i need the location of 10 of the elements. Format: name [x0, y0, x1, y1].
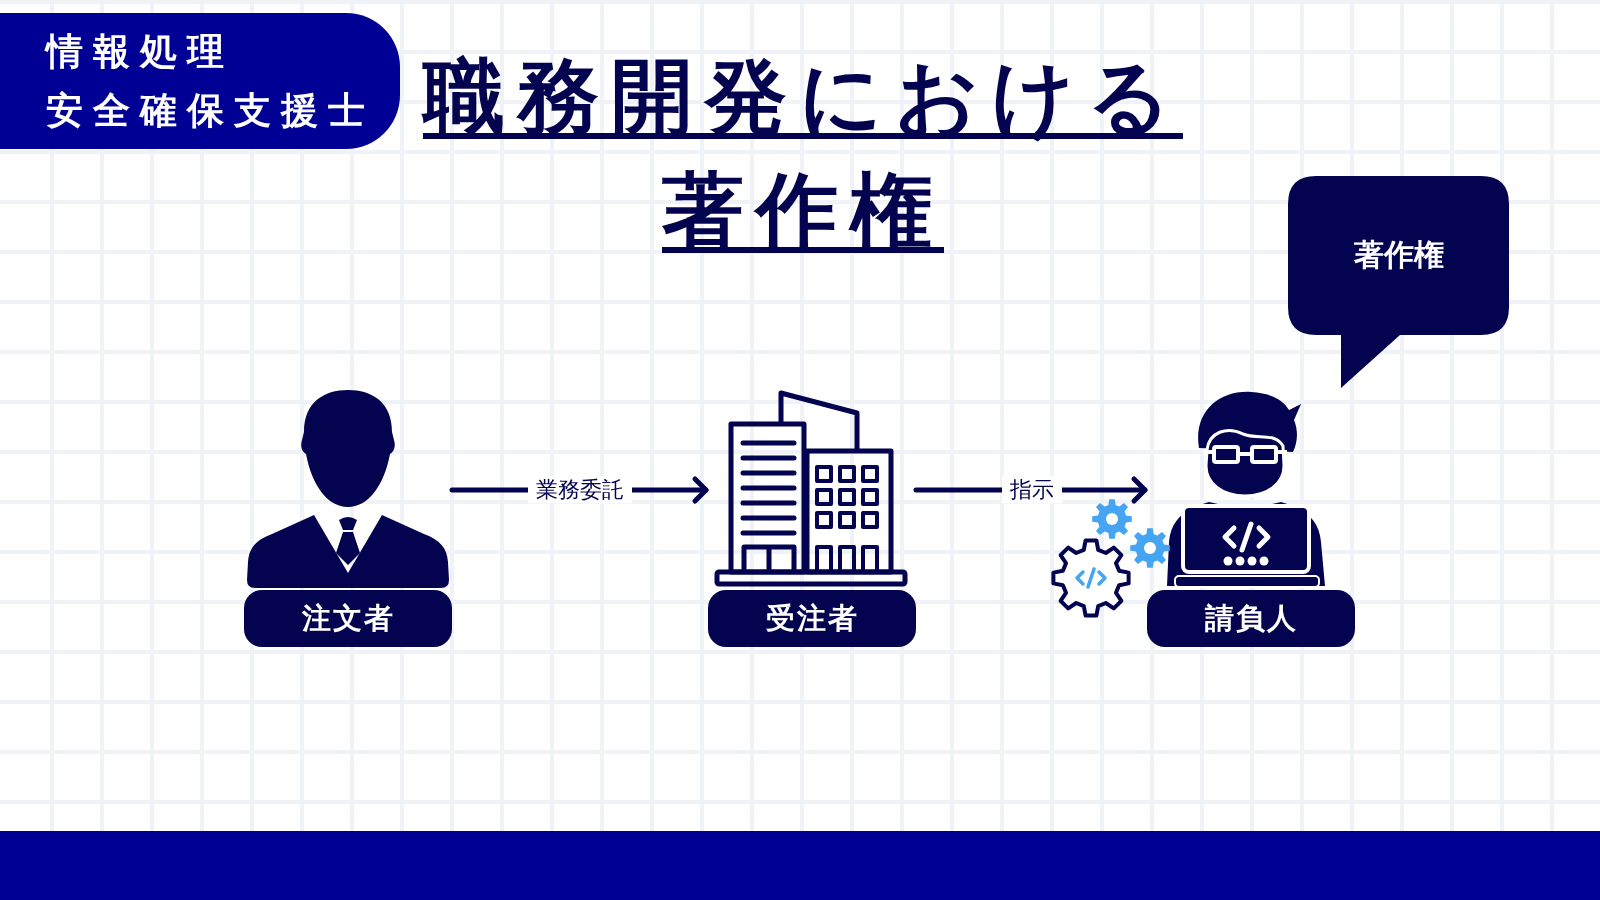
header-badge — [0, 13, 400, 149]
page-title: 職務開発における著作権 — [420, 48, 1184, 260]
bubble-text: 著作権 — [1352, 236, 1445, 274]
role-label: 受注者 — [708, 590, 916, 647]
edge-label: 指示 — [1001, 476, 1062, 504]
speech-bubble — [1288, 176, 1509, 388]
role-label: 注文者 — [244, 590, 452, 647]
badge-text: 情報処理安全確保支援士 — [46, 29, 376, 134]
edge-label: 業務委託 — [528, 476, 632, 504]
role-label: 請負人 — [1147, 590, 1355, 647]
